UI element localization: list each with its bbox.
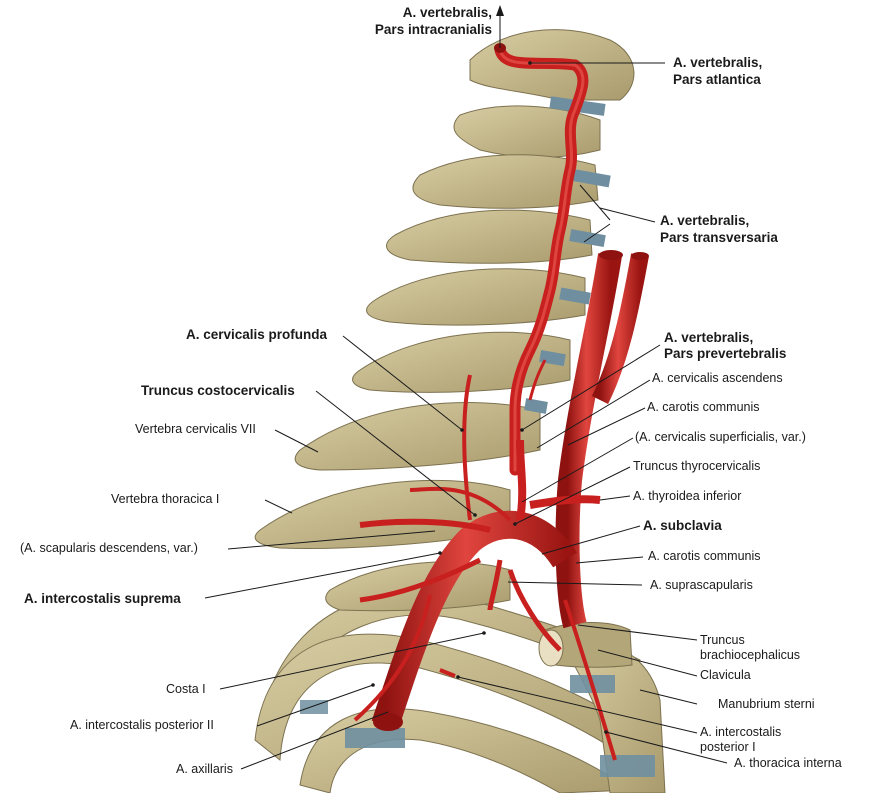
label-truncus-brachiocephalicus-2: brachiocephalicus xyxy=(700,648,801,662)
label-scapularis-descendens: (A. scapularis descendens, var.) xyxy=(20,541,198,555)
label-truncus-costocervicalis: Truncus costocervicalis xyxy=(141,383,295,398)
label-intercostalis-posterior-ii: A. intercostalis posterior II xyxy=(70,718,214,732)
label-vert-atlantica-1: A. vertebralis, xyxy=(673,55,763,70)
label-vert-intracranialis-1: A. vertebralis, xyxy=(402,5,492,20)
label-thoracica-interna: A. thoracica interna xyxy=(734,756,842,770)
label-cervicalis-ascendens: A. cervicalis ascendens xyxy=(652,371,783,385)
label-carotis-communis-lower: A. carotis communis xyxy=(648,549,761,563)
label-vert-atlantica-2: Pars atlantica xyxy=(673,72,761,87)
label-carotis-communis-upper: A. carotis communis xyxy=(647,400,760,414)
label-vert-intracranialis-2: Pars intracranialis xyxy=(374,22,492,37)
arteries xyxy=(353,43,649,761)
label-vert-transversaria-2: Pars transversaria xyxy=(660,230,778,245)
label-vertebra-cervicalis-vii: Vertebra cervicalis VII xyxy=(135,422,256,436)
label-vert-prevertebralis-1: A. vertebralis, xyxy=(664,330,754,345)
label-suprascapularis: A. suprascapularis xyxy=(650,578,753,592)
leader-lines xyxy=(204,5,728,770)
label-intercostalis-posterior-i-2: posterior I xyxy=(700,740,756,754)
clavicula xyxy=(538,622,633,668)
label-cervicalis-profunda: A. cervicalis profunda xyxy=(186,327,328,342)
label-vert-transversaria-1: A. vertebralis, xyxy=(660,213,750,228)
label-truncus-thyrocervicalis: Truncus thyrocervicalis xyxy=(633,459,761,473)
label-truncus-brachiocephalicus-1: Truncus xyxy=(700,633,745,647)
label-axillaris: A. axillaris xyxy=(176,762,233,776)
label-intercostalis-suprema: A. intercostalis suprema xyxy=(24,591,181,606)
label-thyroidea-inferior: A. thyroidea inferior xyxy=(633,489,742,503)
label-intercostalis-posterior-i-1: A. intercostalis xyxy=(700,725,782,739)
label-subclavia: A. subclavia xyxy=(643,518,722,533)
label-vert-prevertebralis-2: Pars prevertebralis xyxy=(664,346,787,361)
label-vertebra-thoracica-i: Vertebra thoracica I xyxy=(111,492,220,506)
label-manubrium-sterni: Manubrium sterni xyxy=(718,697,815,711)
label-clavicula: Clavicula xyxy=(700,668,751,682)
label-cervicalis-superficialis: (A. cervicalis superficialis, var.) xyxy=(635,430,806,444)
label-costa-i: Costa I xyxy=(166,682,206,696)
